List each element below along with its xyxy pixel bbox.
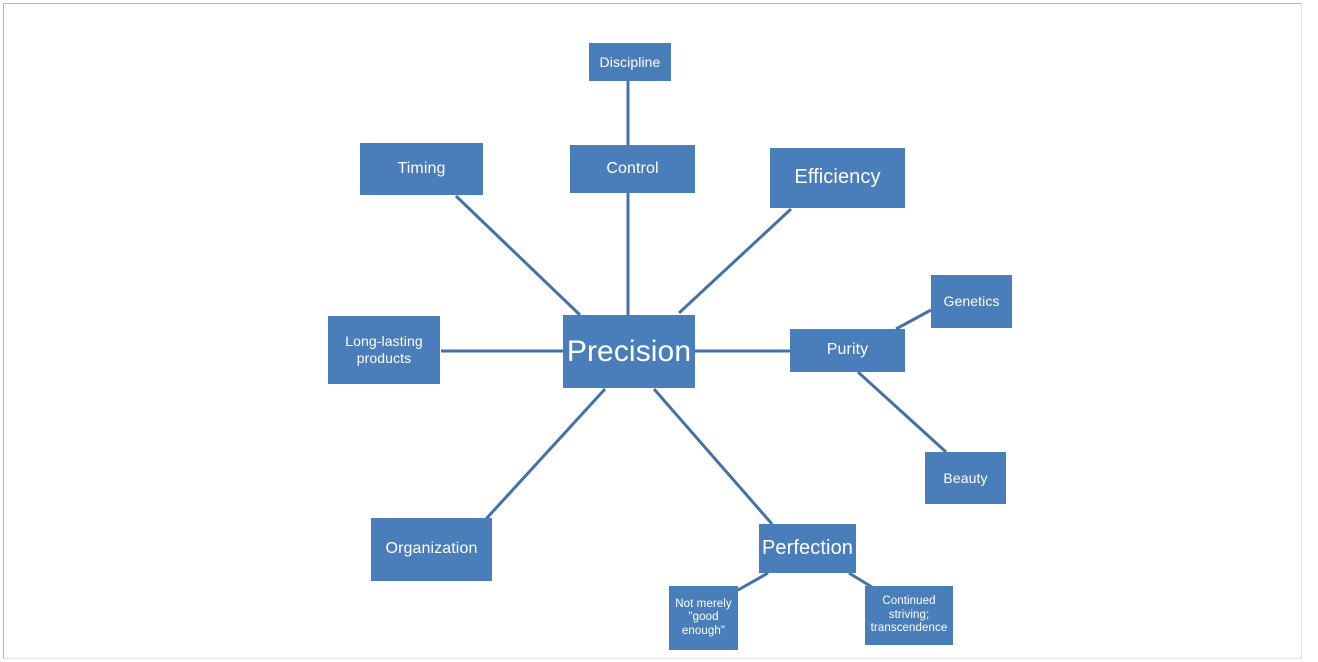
node-purity[interactable]: Purity [790,329,905,372]
connector-purity-to-genetics [895,308,932,331]
node-control[interactable]: Control [570,145,695,193]
node-perfection[interactable]: Perfection [759,524,856,573]
connector-precision-to-timing [454,194,582,317]
node-genetics[interactable]: Genetics [931,275,1012,328]
connector-purity-to-beauty [856,370,948,454]
node-organization[interactable]: Organization [371,518,492,581]
node-timing[interactable]: Timing [360,143,483,195]
connector-precision-to-perfection [652,388,774,525]
node-notmerely[interactable]: Not merely "good enough" [669,586,738,650]
connector-precision-to-organization [484,387,607,521]
node-long[interactable]: Long-lasting products [328,316,440,384]
node-efficiency[interactable]: Efficiency [770,148,905,208]
node-beauty[interactable]: Beauty [925,452,1006,504]
node-precision[interactable]: Precision [563,315,695,388]
connector-precision-to-efficiency [677,207,793,315]
node-continued[interactable]: Continued striving; transcendence [865,586,953,645]
node-discipline[interactable]: Discipline [589,43,671,81]
